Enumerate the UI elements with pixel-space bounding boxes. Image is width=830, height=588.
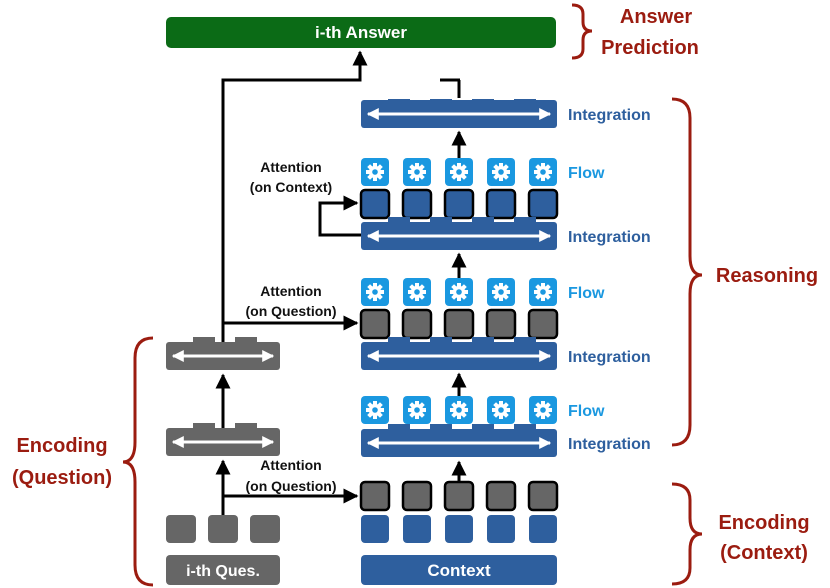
stage-reasoning: Reasoning [716, 265, 818, 287]
brace-answer-prediction [571, 3, 593, 60]
flow-label-3: Flow [568, 165, 605, 182]
flow-row-1 [361, 396, 557, 424]
attention-question-cells-upper [359, 308, 559, 340]
brace-encoding-question [122, 336, 154, 587]
flow-row-3 [361, 158, 557, 186]
question-to-answer-line [221, 50, 368, 343]
context-box [361, 555, 557, 585]
flow-label-2: Flow [568, 285, 605, 302]
integration-row-4 [361, 99, 557, 128]
integration-row-1 [361, 424, 557, 457]
stage-answer-line2: Prediction [601, 37, 699, 59]
integration-label-4: Integration [568, 107, 651, 124]
context-box-label: Context [427, 561, 491, 580]
answer-box [166, 17, 556, 48]
question-integration-upper [166, 337, 280, 370]
integration-row-2 [361, 337, 557, 370]
question-box-label: i-th Ques. [186, 563, 260, 580]
attention-context-label-line2: (on Context) [250, 179, 332, 195]
flow-label-1: Flow [568, 403, 605, 420]
stage-encoding-context-line2: (Context) [720, 542, 808, 564]
attention-question-lower-line1: Attention [260, 457, 321, 473]
context-attention-loop [318, 195, 361, 237]
integration-row-3 [361, 217, 557, 250]
integration-label-1: Integration [568, 436, 651, 453]
stage-encoding-context-line1: Encoding [718, 512, 809, 534]
flow-row-2 [361, 278, 557, 306]
attention-question-lower-line2: (on Question) [246, 478, 337, 494]
question-word-cells [166, 515, 280, 543]
answer-box-label: i-th Answer [315, 23, 407, 42]
brace-reasoning [671, 97, 703, 447]
attention-question-upper-line1: Attention [260, 283, 321, 299]
attention-question-cells-lower [359, 480, 559, 512]
attention-question-upper-line2: (on Question) [246, 303, 337, 319]
brace-encoding-context [671, 482, 703, 586]
stage-encoding-question-line2: (Question) [12, 467, 112, 489]
integration-label-2: Integration [568, 349, 651, 366]
attention-context-cells [359, 188, 559, 220]
question-integration-lower [166, 423, 280, 456]
integration-label-3: Integration [568, 229, 651, 246]
stage-encoding-question-line1: Encoding [16, 435, 107, 457]
context-word-cells [361, 515, 557, 543]
stage-answer-line1: Answer [620, 6, 692, 28]
question-box [166, 555, 280, 585]
attention-context-label-line1: Attention [260, 159, 321, 175]
